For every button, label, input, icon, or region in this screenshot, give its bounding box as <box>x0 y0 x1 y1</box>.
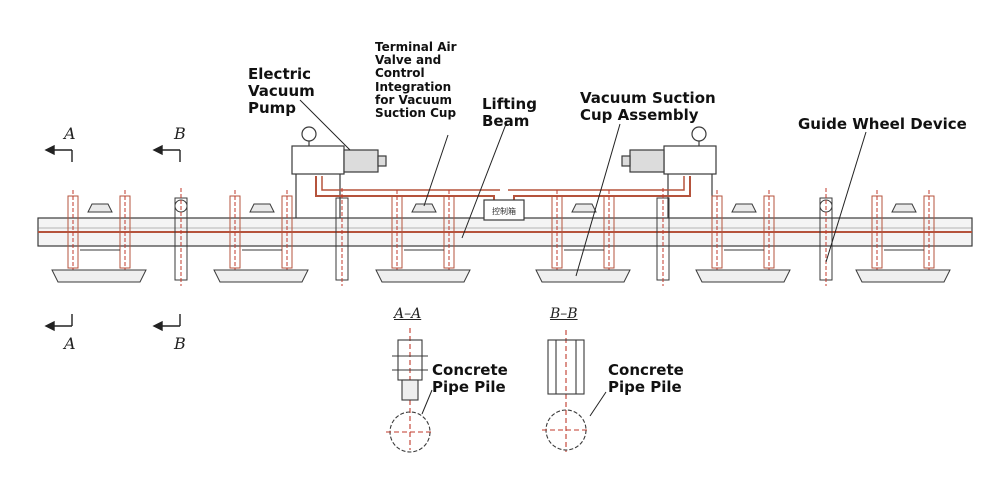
suction-cup-assembly-4 <box>535 190 631 283</box>
guide-wheel-4 <box>819 188 833 286</box>
leader-lines <box>299 99 867 417</box>
section-title-bb: B–B <box>550 306 578 322</box>
guide-wheel-3 <box>656 188 670 286</box>
left-pump-frame <box>291 126 500 218</box>
section-title-aa: A–A <box>394 306 422 322</box>
section-aa-view <box>386 328 434 453</box>
label-concrete-pipe-pile-b: Concrete Pipe Pile <box>608 361 684 396</box>
label-guide-wheel-device: Guide Wheel Device <box>798 115 967 133</box>
guide-wheel-1 <box>174 188 188 286</box>
control-box-text: 控制箱 <box>492 206 516 216</box>
section-bb-view <box>542 330 590 452</box>
suction-cup-assembly-5 <box>695 190 791 283</box>
section-mark-b-top: B <box>174 124 186 143</box>
lifting-beam-drawing <box>37 217 973 247</box>
guide-wheel-2 <box>335 188 349 286</box>
label-terminal-air-valve: Terminal Air Valve and Control Integrati… <box>375 40 457 120</box>
label-electric-vacuum-pump: Electric Vacuum Pump <box>248 65 315 117</box>
label-lifting-beam: Lifting Beam <box>482 95 537 130</box>
right-pump-frame <box>508 126 717 218</box>
control-box: 控制箱 <box>483 199 525 221</box>
suction-cup-assembly-3 <box>375 190 471 283</box>
suction-cup-assembly-6 <box>855 190 951 283</box>
label-vacuum-suction-cup-assembly: Vacuum Suction Cup Assembly <box>580 89 716 124</box>
section-mark-a-bottom: A <box>64 334 76 353</box>
label-concrete-pipe-pile-a: Concrete Pipe Pile <box>432 361 508 396</box>
suction-cup-assembly-1 <box>51 190 147 283</box>
section-markers <box>44 144 181 332</box>
section-mark-b-bottom: B <box>174 334 186 353</box>
suction-cup-assembly-2 <box>213 190 309 283</box>
section-mark-a-top: A <box>64 124 76 143</box>
